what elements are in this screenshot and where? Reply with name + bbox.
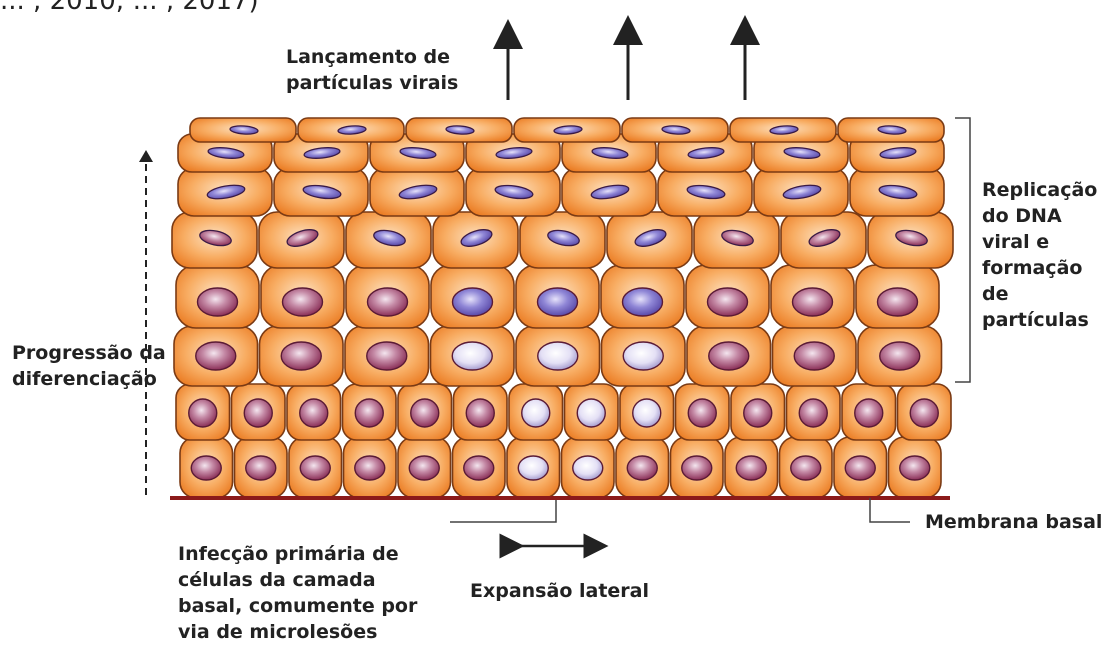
label-dna-replication: Replicação do DNA viral e formação de pa… [982, 177, 1097, 333]
cell-nucleus [464, 456, 494, 480]
cell-nucleus [878, 288, 918, 316]
cell-nucleus [196, 342, 236, 370]
cell-nucleus [682, 456, 712, 480]
label-primary-infection: Infecção primária de células da camada b… [178, 541, 417, 645]
cell-nucleus [791, 456, 821, 480]
cell-nucleus [627, 456, 657, 480]
cell-nucleus [191, 456, 221, 480]
cell-nucleus [573, 456, 603, 480]
infection-pointer-line [450, 500, 556, 522]
cell-nucleus [367, 342, 407, 370]
cell-nucleus [368, 288, 408, 316]
cell-nucleus [794, 342, 834, 370]
cell-nucleus [198, 288, 238, 316]
cell-nucleus [453, 288, 493, 316]
cell-nucleus [466, 399, 494, 427]
cell-nucleus [688, 399, 716, 427]
cell-nucleus [409, 456, 439, 480]
cell-nucleus [281, 342, 321, 370]
replication-bracket [955, 118, 970, 382]
cell-nucleus [300, 456, 330, 480]
cell-nucleus [623, 288, 663, 316]
label-viral-release: Lançamento de partículas virais [286, 44, 458, 96]
membrane-pointer-line [870, 498, 910, 522]
differentiation-arrowhead [139, 150, 153, 162]
label-basal-membrane: Membrana basal [925, 509, 1102, 535]
cell-nucleus [538, 288, 578, 316]
cell-nucleus [411, 399, 439, 427]
cell-nucleus [623, 342, 663, 370]
cell-nucleus [855, 399, 883, 427]
cell-nucleus [355, 399, 383, 427]
cell-nucleus [736, 456, 766, 480]
cell-nucleus [910, 399, 938, 427]
cell-nucleus [452, 342, 492, 370]
cell-nucleus [189, 399, 217, 427]
cell-nucleus [244, 399, 272, 427]
cell-layers [172, 118, 953, 498]
cell-nucleus [633, 399, 661, 427]
cell-nucleus [708, 288, 748, 316]
cell-nucleus [799, 399, 827, 427]
cell-nucleus [246, 456, 276, 480]
cell-nucleus [744, 399, 772, 427]
cell-nucleus [300, 399, 328, 427]
cell-nucleus [900, 456, 930, 480]
cell-nucleus [577, 399, 605, 427]
cell-nucleus [522, 399, 550, 427]
cell-nucleus [355, 456, 385, 480]
cell-nucleus [709, 342, 749, 370]
cell-nucleus [518, 456, 548, 480]
label-lateral-expansion: Expansão lateral [470, 578, 649, 604]
cell-nucleus [845, 456, 875, 480]
cell-nucleus [283, 288, 323, 316]
cell-nucleus [793, 288, 833, 316]
cell-nucleus [538, 342, 578, 370]
cell-nucleus [880, 342, 920, 370]
label-differentiation-progression: Progressão da diferenciação [12, 340, 166, 392]
